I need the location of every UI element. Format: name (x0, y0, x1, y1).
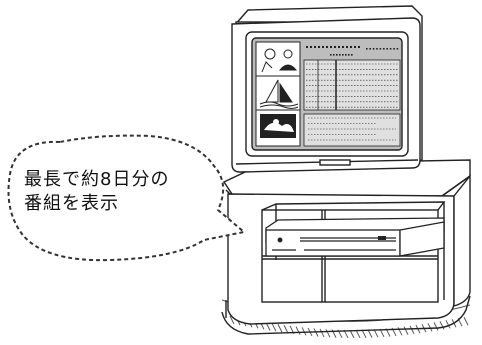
header-dot (383, 48, 385, 50)
header-dot (314, 46, 316, 48)
header-dot (330, 46, 332, 48)
callout-line-2: 番組を表示 (24, 193, 119, 214)
shadow-hatch-line (409, 325, 415, 335)
header-dot (342, 46, 344, 48)
header-dot (351, 54, 353, 56)
shadow-hatch-line (427, 323, 433, 332)
shadow-hatch-line (319, 328, 325, 338)
thumbnail-sailboat-icon (259, 79, 299, 109)
guide-header (306, 46, 399, 56)
shadow-hatch-line (271, 323, 277, 332)
header-dot (389, 48, 392, 50)
shadow-hatch-line (403, 326, 409, 335)
thumbnail-scene-icon (260, 114, 296, 138)
header-dot (342, 54, 344, 56)
thumbnail-portrait-icon (261, 48, 298, 73)
callout-line-1: 最長で約8日分の (24, 169, 170, 190)
shadow-hatch-line (439, 321, 445, 330)
header-dot (393, 48, 395, 50)
shadow-hatch-line (433, 322, 439, 331)
header-dot (379, 48, 382, 50)
header-dot (339, 54, 341, 56)
shadow-hatch-line (283, 324, 289, 334)
header-dot (346, 46, 348, 48)
shadow-hatch-line (229, 315, 235, 325)
video-recorder (265, 217, 445, 257)
shadow-hatch-line (445, 320, 451, 329)
header-dot (318, 46, 320, 48)
header-dot (350, 46, 352, 48)
header-dot (334, 46, 336, 48)
header-dot (310, 46, 312, 48)
callout-text: 最長で約8日分の 番組を表示 (24, 168, 169, 216)
header-dot (326, 46, 328, 48)
shadow-hatch-line (277, 324, 283, 333)
shadow-hatch-line (295, 326, 301, 335)
header-dot (345, 54, 347, 56)
header-dot (336, 54, 338, 56)
header-dot (376, 48, 378, 50)
header-dot (348, 54, 350, 56)
header-dot (354, 46, 356, 48)
header-dot (333, 54, 335, 56)
header-dot (338, 46, 340, 48)
header-dot (306, 46, 308, 48)
header-dot (372, 48, 375, 50)
header-dot (330, 54, 332, 56)
speech-bubble (7, 134, 245, 262)
program-guide-screen (255, 41, 401, 147)
header-dot (322, 46, 324, 48)
shadow-hatch-line (355, 329, 361, 339)
shadow-hatch-line (301, 327, 307, 336)
shadow-hatch-line (325, 329, 331, 338)
header-dot (358, 46, 360, 48)
shadow-hatch-line (367, 329, 373, 338)
header-dot (386, 48, 388, 50)
shadow-hatch-line (361, 329, 367, 339)
shadow-hatch-line (463, 316, 469, 326)
header-dot (369, 48, 371, 50)
header-dot (396, 48, 399, 50)
header-dot (366, 48, 368, 50)
